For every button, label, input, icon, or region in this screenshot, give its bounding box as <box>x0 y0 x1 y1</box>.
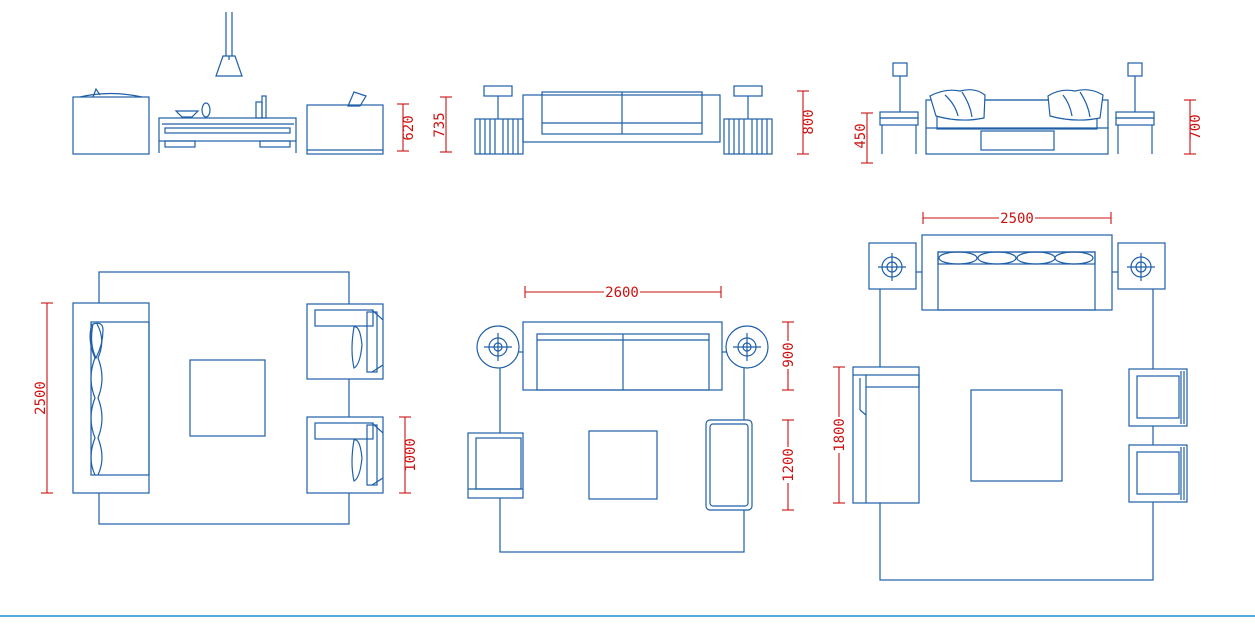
side-table-elevation-left <box>474 85 524 155</box>
dim-1000: 1000 <box>399 416 419 494</box>
elevation-2: 800 <box>474 85 817 155</box>
dim-900: 900 <box>781 321 797 391</box>
rug <box>879 271 1154 581</box>
dim-620: 620 <box>397 103 417 152</box>
sofa-plan <box>72 302 150 494</box>
chair-plan-right-bottom <box>1128 444 1188 503</box>
nightstand-elevation-right <box>1115 62 1155 154</box>
dim-2600: 2600 <box>524 285 722 301</box>
square-side-table-right <box>1117 242 1166 290</box>
armchair-plan-bottom <box>306 416 384 494</box>
bottle <box>255 101 263 119</box>
coffee-table-elevation <box>158 95 297 153</box>
plan-2: 2600 900 1200 <box>467 285 797 553</box>
chaise-plan-left <box>852 366 920 504</box>
dim-text-620: 620 <box>401 115 417 140</box>
coffee-table-plan <box>189 359 266 437</box>
dim-text-800: 800 <box>801 109 817 134</box>
chair-plan-right-top <box>1128 368 1188 427</box>
dim-text-1000: 1000 <box>403 438 419 472</box>
dim-735: 735 <box>432 96 452 153</box>
dim-text-450: 450 <box>853 123 869 148</box>
dim-text-1800: 1800 <box>832 418 848 452</box>
armchair-elevation-right <box>306 91 384 155</box>
bench-plan-right <box>705 419 753 511</box>
dim-2500-horizontal: 2500 <box>922 211 1112 227</box>
side-table-elevation-right <box>723 85 773 155</box>
bowl <box>174 110 200 118</box>
sofa-elevation <box>522 91 721 143</box>
coffee-table-plan <box>970 389 1063 482</box>
pendant-lamp <box>215 12 243 77</box>
dim-text-1200: 1200 <box>781 448 797 482</box>
armchair-plan-top <box>306 303 384 380</box>
dim-text-700: 700 <box>1188 114 1204 139</box>
elevation-3: 450 <box>853 62 1204 164</box>
armchair-elevation-left <box>72 87 150 155</box>
round-side-table-right <box>725 325 769 369</box>
dim-1800: 1800 <box>832 366 848 504</box>
plan-3: 2500 1800 <box>832 211 1188 581</box>
sofa-plan <box>921 234 1113 311</box>
dim-text-2500-horizontal: 2500 <box>1000 211 1034 227</box>
dim-2500-vertical: 2500 <box>33 302 53 494</box>
square-side-table-left <box>868 242 917 290</box>
dim-700: 700 <box>1184 99 1204 155</box>
dim-text-2600: 2600 <box>605 285 639 301</box>
sofa-plan <box>522 321 723 391</box>
nightstand-elevation-left <box>879 62 919 154</box>
dim-1200: 1200 <box>781 419 797 511</box>
dim-text-735: 735 <box>432 112 448 137</box>
round-side-table-left <box>476 325 520 369</box>
vase <box>201 102 211 118</box>
dim-text-900: 900 <box>781 342 797 367</box>
coffee-table-plan <box>588 430 658 500</box>
elevation-1: 620 735 <box>72 12 452 155</box>
dim-450: 450 <box>853 112 873 164</box>
cushion-right <box>1047 89 1104 121</box>
plan-1: 2500 1000 <box>33 271 419 525</box>
sofa-elevation-cushions <box>925 89 1109 155</box>
dim-text-2500-vertical: 2500 <box>33 381 49 415</box>
dim-800: 800 <box>797 90 817 155</box>
chair-plan-left <box>467 432 524 499</box>
